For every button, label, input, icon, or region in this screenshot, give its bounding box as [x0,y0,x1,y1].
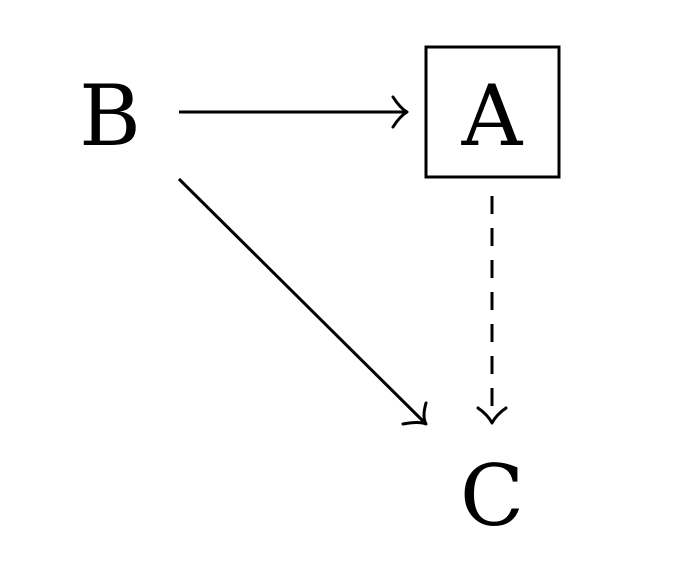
edge-a-to-c [476,196,508,425]
node-c: C [460,447,524,545]
edge-a-to-c-arrowhead [476,406,508,425]
edge-b-to-c-arrowhead [401,401,428,426]
node-b: B [79,67,141,165]
edge-b-to-c-line [177,177,428,426]
edge-b-to-c [177,177,428,426]
node-b-label: B [79,67,141,165]
edge-b-to-a-arrowhead [391,95,409,129]
edge-b-to-a [179,95,409,129]
node-c-label: C [460,447,524,545]
node-a: A [424,45,561,179]
node-a-label: A [461,67,524,165]
node-a-box [424,45,561,179]
